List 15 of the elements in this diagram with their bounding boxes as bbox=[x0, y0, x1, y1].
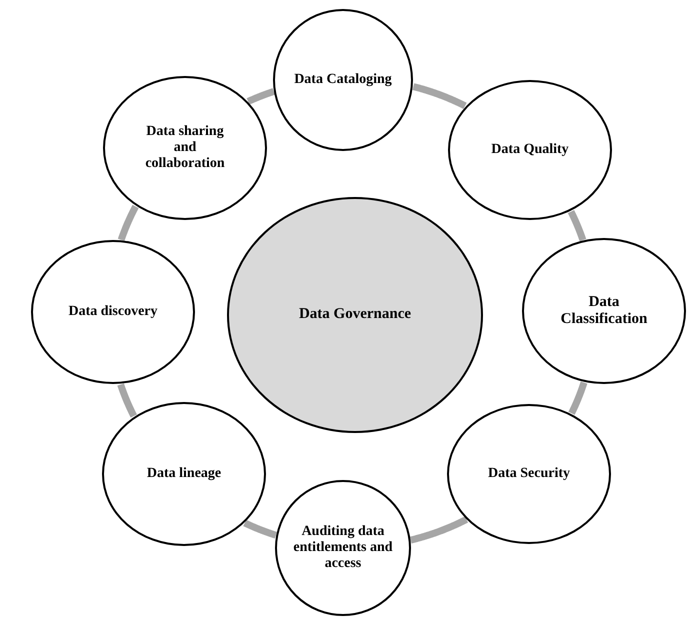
node-label: Data Quality bbox=[490, 142, 570, 158]
node-label: Auditing data entitlements and access bbox=[292, 524, 394, 572]
ring-connector bbox=[117, 382, 137, 419]
ring-connector bbox=[118, 204, 139, 242]
node-label: Data Governance bbox=[298, 306, 412, 324]
node-label: Data lineage bbox=[146, 466, 222, 482]
node-label: Data sharing and collaboration bbox=[144, 124, 226, 172]
node-label: Data Security bbox=[486, 466, 572, 482]
node-label: Data Classification bbox=[560, 294, 648, 328]
ring-connector bbox=[242, 520, 279, 539]
ring-connector bbox=[245, 88, 276, 105]
node-label: Data Cataloging bbox=[293, 72, 393, 88]
node-label: Data discovery bbox=[67, 304, 159, 320]
ring-connector bbox=[408, 516, 470, 544]
ring-connector bbox=[410, 83, 468, 110]
